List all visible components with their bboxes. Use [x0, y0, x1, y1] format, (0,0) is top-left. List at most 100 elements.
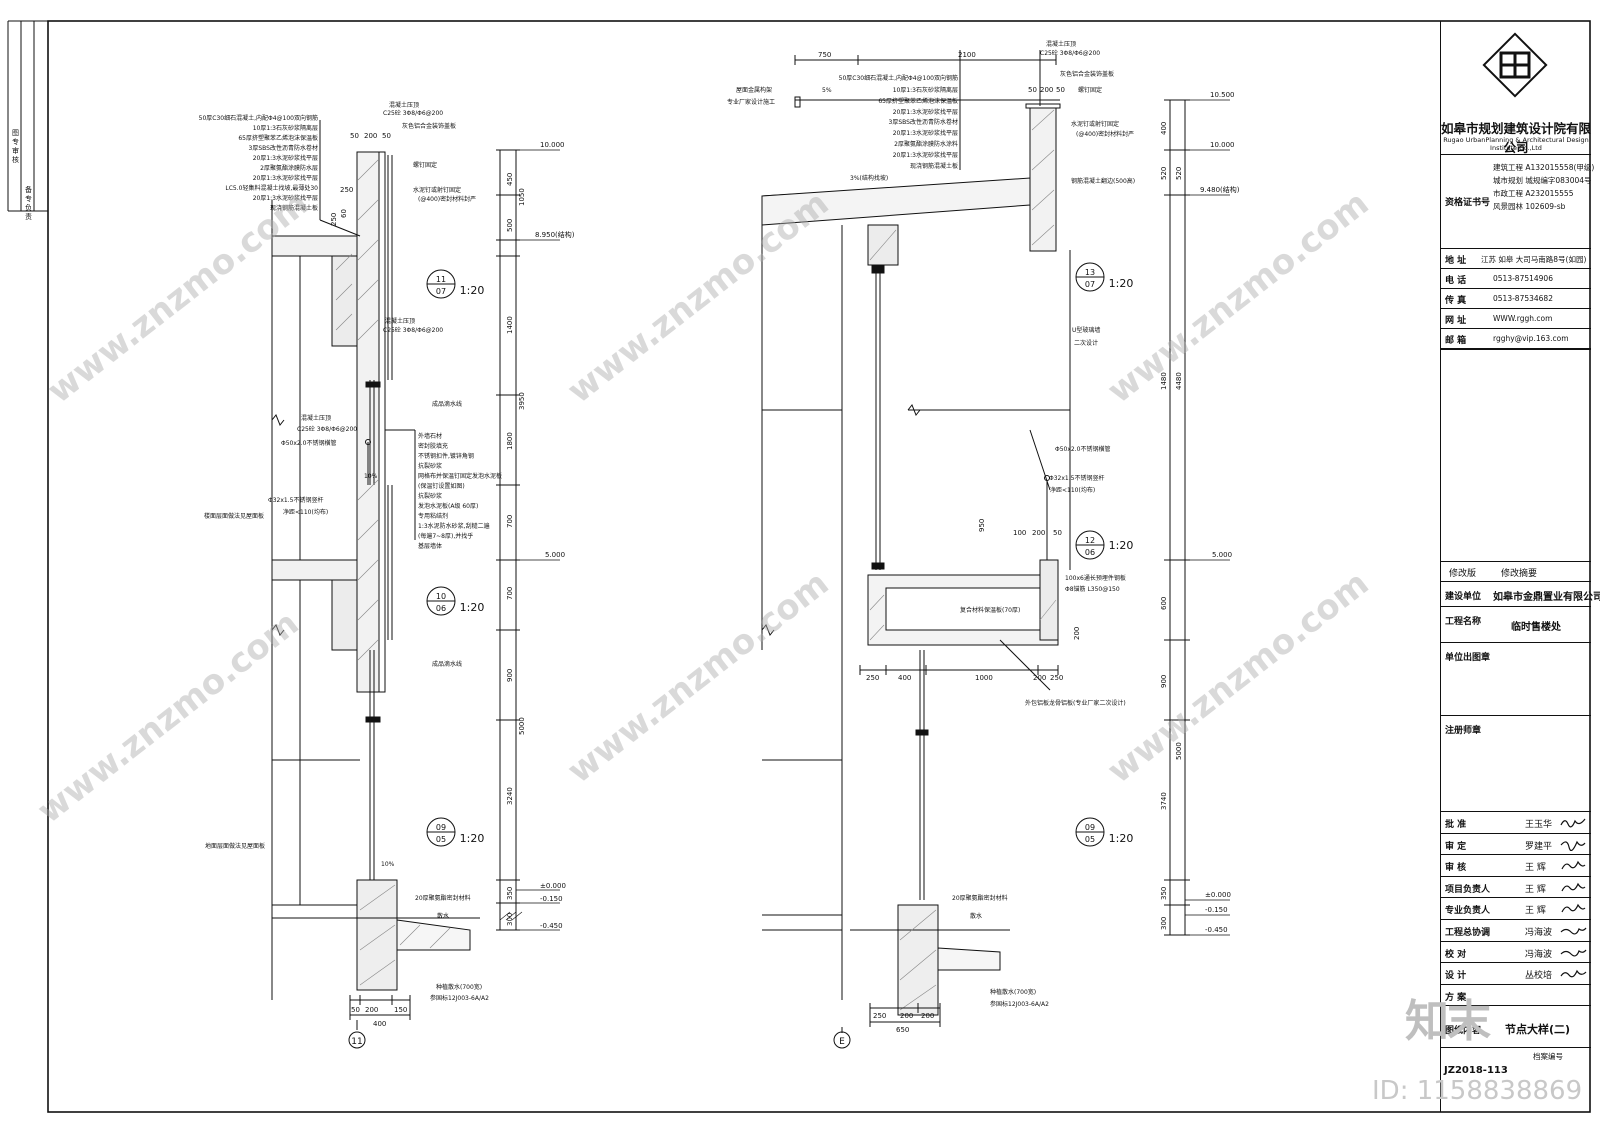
roof-layer: 10厚1:3石灰砂浆隔离层	[253, 124, 318, 132]
signer-row: 项目负责人 王 辉	[1441, 875, 1591, 898]
dim: 50	[1056, 86, 1065, 94]
left-anchor-label: 水泥钉或射钉固定	[413, 186, 461, 194]
left-top-dims: 50 200 50 250 250 60	[330, 132, 391, 226]
u-glass-label: U型玻璃墙	[1072, 326, 1100, 334]
dim: 1400	[506, 316, 514, 334]
plate-label: 100x6通长预埋件钢板	[1065, 574, 1126, 582]
reg-stamp-label: 注册师章	[1445, 726, 1482, 736]
client-row: 建设单位 如皋市金鼎置业有限公司	[1441, 581, 1600, 606]
left-detail-refs: 11 07 1:20 10 06 1:20 09 05 1:20	[436, 275, 484, 845]
roof-layer: 2厚聚氨酯涂膜防水层	[260, 164, 318, 172]
signer-row: 工程总协调 冯海波	[1441, 919, 1591, 941]
right-detail-refs: 13 07 1:20 12 06 1:20 09 05 1:20	[1085, 268, 1133, 845]
u-glass2-label: 二次设计	[1074, 339, 1098, 347]
detail-ref-num: 12	[1085, 536, 1095, 545]
axis-bubble-label: E	[839, 1037, 845, 1047]
dim: 1480	[1160, 372, 1168, 390]
wall-layer: 网格布并保温钉固定发泡水泥板	[418, 472, 502, 480]
signature-icon	[1561, 882, 1586, 892]
mail-label: 邮 箱	[1445, 336, 1467, 346]
revision-summary: 修改摘要	[1501, 569, 1538, 579]
drip2-label: 成品滴水线	[432, 660, 462, 668]
signer-row: 校 对 冯海波	[1441, 940, 1591, 963]
sheet-content-label: 图纸内容	[1445, 1026, 1482, 1037]
pct2-label: 10%	[381, 861, 395, 868]
right-seal-label: 20厚聚氨酯密封材料	[952, 894, 1008, 902]
signer-role: 设 计	[1445, 971, 1467, 982]
signer-row: 方 案	[1441, 983, 1591, 1006]
signer-role: 方 案	[1445, 992, 1467, 1003]
elevation: 9.480(结构)	[1200, 185, 1240, 194]
strip-char: 备	[25, 186, 32, 194]
wall-layer: 1:3水泥防水砂浆,刮糙二遍	[418, 522, 490, 530]
mail-row: 邮 箱 rgghy@vip.163.com	[1441, 328, 1591, 348]
dim: 700	[506, 515, 514, 528]
signer-row: 审 核 王 辉	[1441, 854, 1591, 876]
detail-ref-sheet: 06	[1085, 548, 1095, 557]
dim: 700	[506, 587, 514, 600]
signer-name: 丛校培	[1525, 971, 1553, 982]
dim: 250	[873, 1012, 886, 1020]
signature-icon	[1560, 840, 1586, 851]
right-lower-dims: 250 400 1000 200 250	[866, 674, 1063, 682]
left-rebar-label: C25砼 3Φ8/Φ6@200	[383, 109, 443, 117]
wall-layer: 发泡水泥板(A级 60厚)	[418, 502, 478, 510]
right-slope-label: 散水	[970, 912, 982, 920]
anchor-bar-label: Φ8锚筋 L350@150	[1065, 585, 1120, 593]
unit-stamp-label: 单位出图章	[1445, 653, 1491, 663]
fax-value: 0513-87534682	[1493, 294, 1553, 303]
dim: 150	[394, 1006, 407, 1014]
roof-layer: 20厚1:3水泥砂浆找平层	[893, 108, 958, 116]
signer-role: 批 准	[1445, 820, 1467, 830]
dim: 50	[350, 132, 359, 140]
right-ref-label: 参国标12J003-6A/A2	[990, 1000, 1049, 1008]
roof-layer: 50厚C30细石混凝土,内配Φ4@100双向钢筋	[199, 114, 318, 122]
elevation: 5.000	[545, 551, 565, 559]
roof-layer: 20厚1:3水泥砂浆找平层	[253, 174, 318, 182]
left-bottom-dims: 50 200 150 400	[351, 1006, 407, 1028]
project-label: 工程名称	[1445, 617, 1482, 627]
dim: 3240	[506, 787, 514, 805]
dim: 5000	[518, 717, 526, 735]
right-tube1-label: Φ50x2.0不锈钢横管	[1055, 445, 1110, 453]
detail-ref-sheet: 06	[436, 604, 446, 613]
signer-name: 王玉华	[1525, 820, 1553, 830]
dim: 400	[1160, 122, 1168, 135]
net-label: 净距<110(均布)	[283, 508, 328, 516]
cert-item: 风景园林 102609-sb	[1493, 202, 1566, 211]
plinth-label: 种植散水(700宽)	[436, 983, 482, 991]
company-logo	[1482, 32, 1548, 98]
dim: 520	[1175, 167, 1183, 180]
right-mid-dims: 100 200 50	[1013, 529, 1062, 537]
wall-layer: 外墙石材	[418, 432, 442, 440]
dim: 500	[506, 219, 514, 232]
cert-item: 建筑工程 A132015558(甲级)	[1493, 163, 1595, 172]
web-value: WWW.rggh.com	[1493, 314, 1553, 323]
detail-ref-scale: 1:20	[460, 601, 485, 614]
unit-stamp-row: 单位出图章	[1441, 642, 1591, 715]
revision-row: 修改版 修改摘要	[1441, 561, 1591, 581]
elevation: ±0.000	[540, 882, 566, 890]
left-roof-layers: 50厚C30细石混凝土,内配Φ4@100双向钢筋 10厚1:3石灰砂浆隔离层 6…	[199, 114, 319, 212]
roof-layer: 65厚挤塑聚苯乙烯泡沫保温板	[878, 97, 958, 105]
empty-area-top	[1441, 348, 1591, 350]
signer-role: 审 核	[1445, 863, 1467, 874]
cert-label: 资格证书号	[1445, 198, 1491, 208]
seal-label: 20厚聚氨酯密封材料	[415, 894, 471, 902]
facade2-label: 地面层面做法见屋面板	[205, 842, 265, 850]
detail-ref-scale: 1:20	[460, 284, 485, 297]
company-name-en: Rugao UrbanPlanning & Architectural Desi…	[1443, 136, 1589, 152]
roof-layer: 20厚1:3水泥砂浆找平层	[253, 194, 318, 202]
right-elevations: 10.500 10.000 9.480(结构) 5.000 ±0.000 -0.…	[1200, 91, 1240, 934]
mid-rebar-label: C25砼 3Φ8/Φ6@200	[383, 326, 443, 334]
right-pct-label: 5%	[822, 87, 832, 94]
signature-icon	[1560, 949, 1587, 957]
wall-layer: (保温钉设置如图)	[418, 482, 465, 490]
dim: 1000	[975, 674, 993, 682]
left-bolt-label: 螺钉固定	[413, 161, 437, 169]
roof-layer: 20厚1:3水泥砂浆找平层	[893, 129, 958, 137]
wall-layer: 专用粘结剂	[418, 512, 448, 520]
sheet-content-value: 节点大样(二)	[1505, 1023, 1571, 1037]
roof-layer: 3厚SBS改性沥青防水卷材	[249, 144, 318, 152]
client-value: 如皋市金鼎置业有限公司	[1493, 592, 1600, 603]
